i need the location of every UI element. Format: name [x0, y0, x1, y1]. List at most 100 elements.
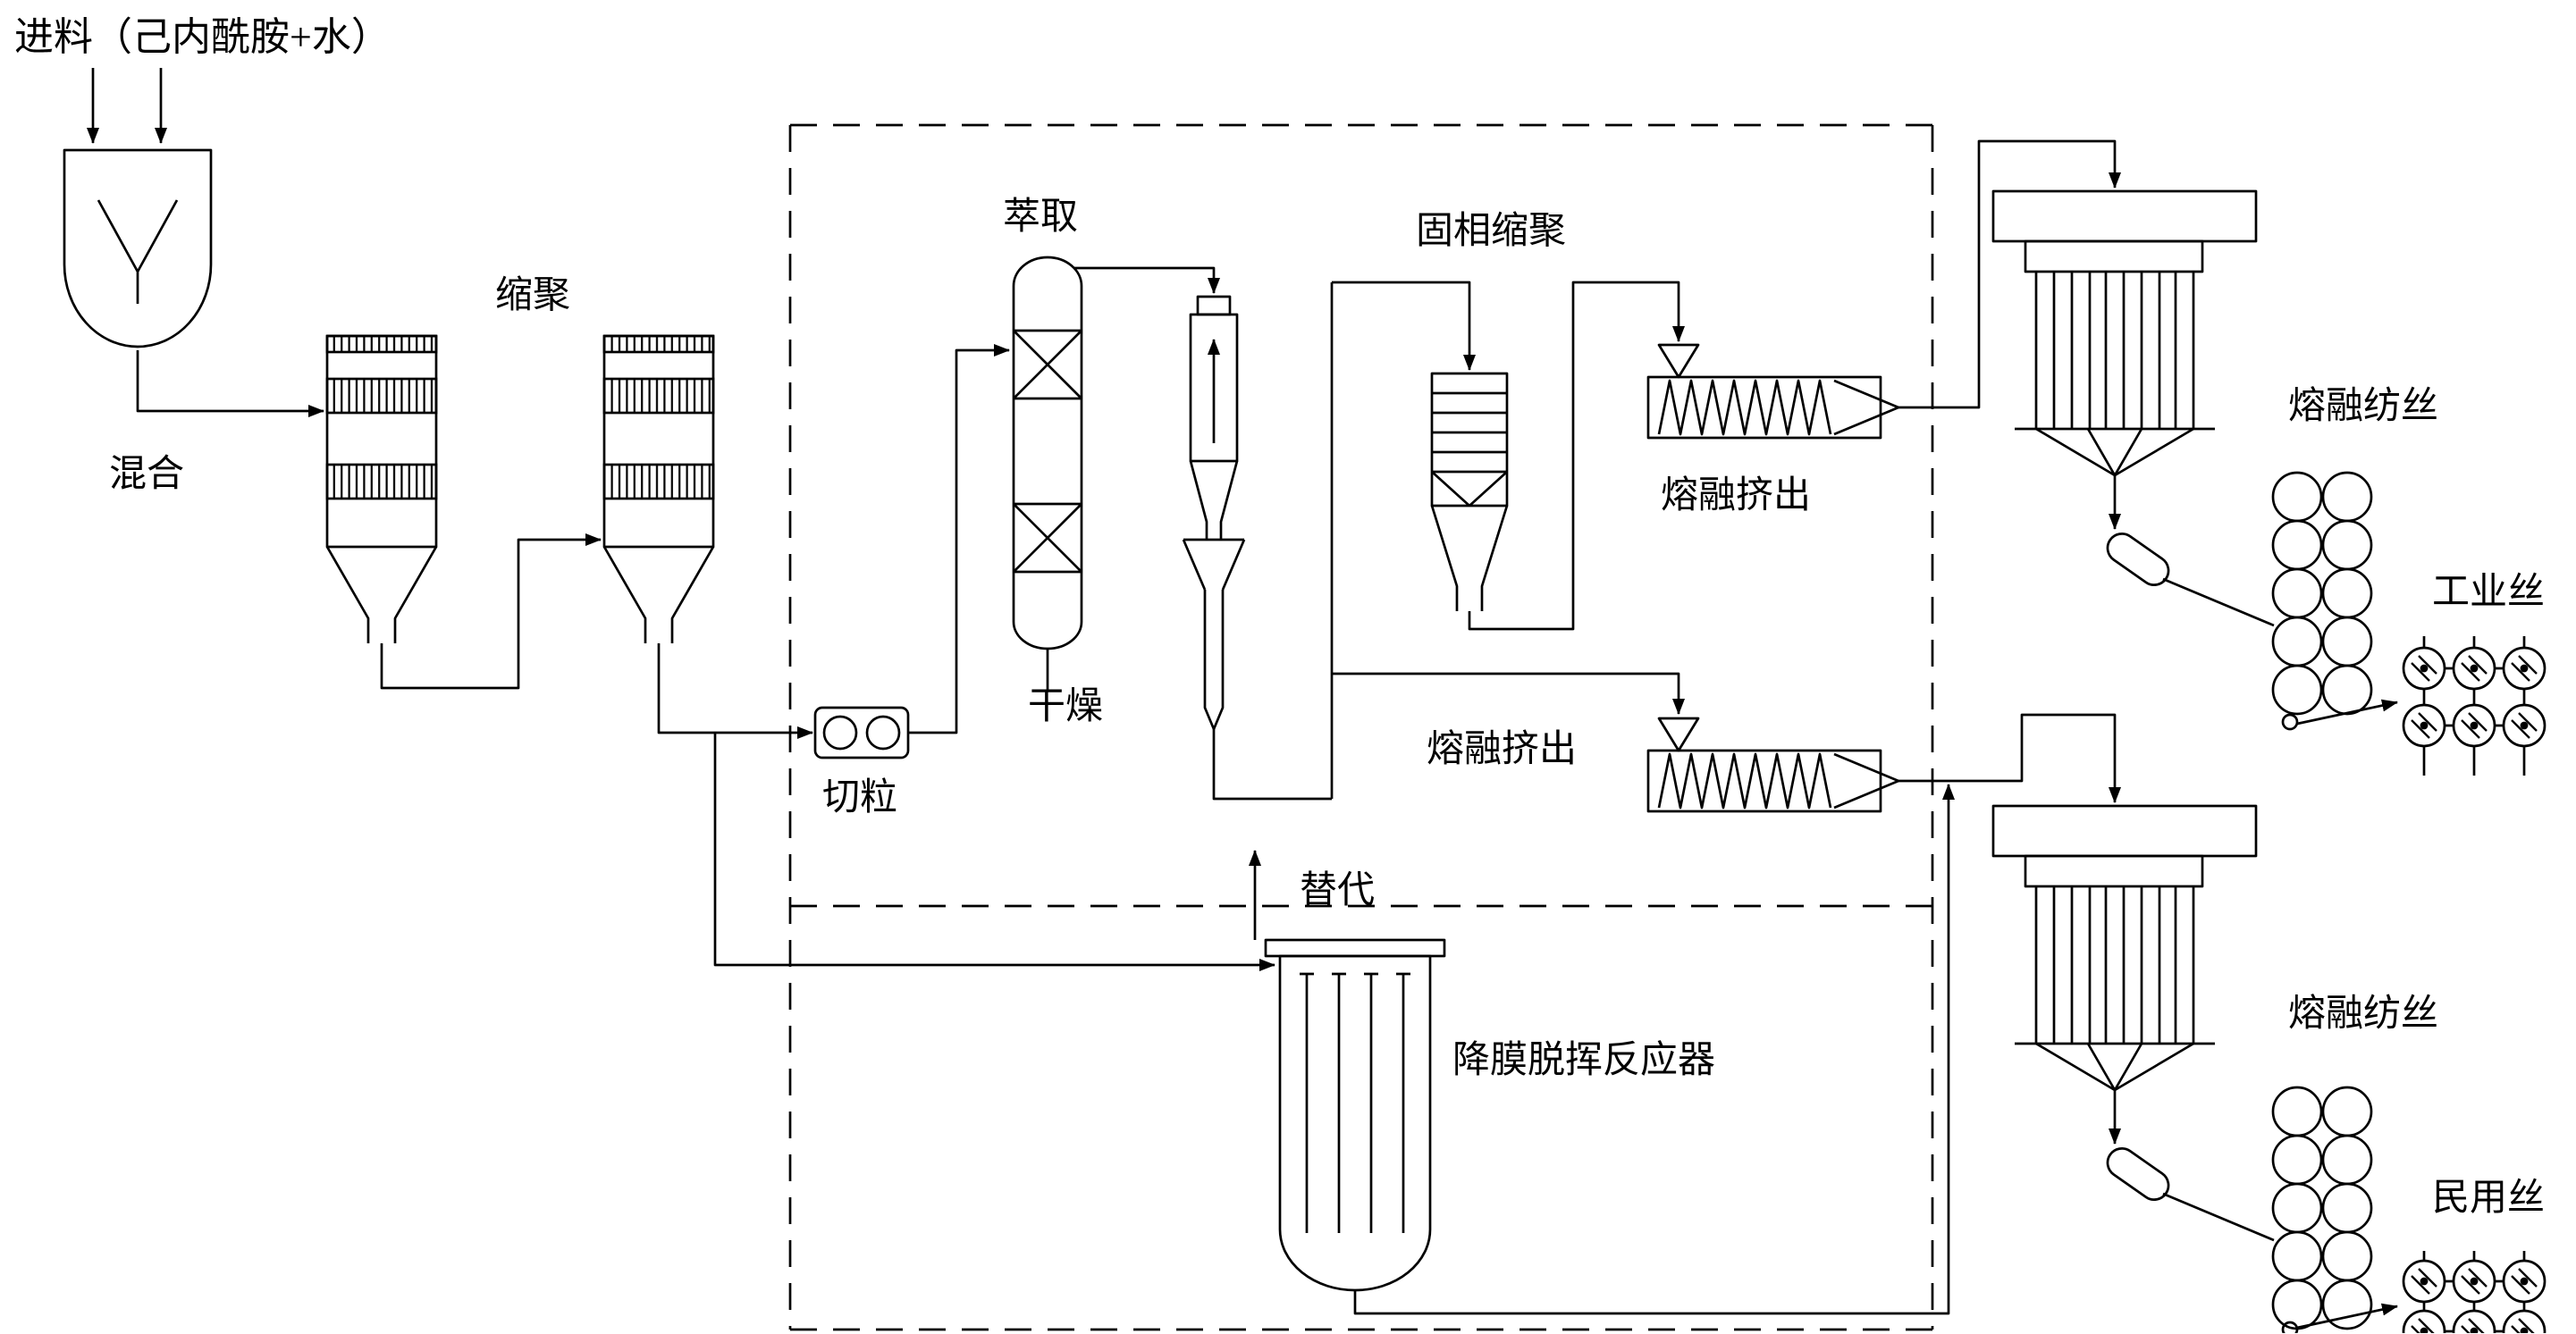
column2-cone: [602, 546, 715, 643]
extruder2-to-spinning-line: [1898, 713, 2121, 803]
substitute-annotation: 替代: [1249, 850, 1375, 940]
spin1-godet-roller: [2106, 533, 2170, 586]
winder1-roll: [2271, 519, 2323, 571]
riser-to-extruder2-line: [1332, 672, 1685, 715]
spin2-pack: [2024, 854, 2204, 888]
extraction-column: 萃取: [1003, 197, 1220, 690]
spin1-filaments: [2034, 272, 2195, 429]
spin2-filaments: [2034, 886, 2195, 1044]
ssp-label: 固相缩聚: [1416, 211, 1566, 252]
reactor-shell: [1278, 954, 1432, 1292]
extraction-packing-sections: [1013, 329, 1082, 574]
winder2-to-bobbins-arrow: [2296, 1303, 2398, 1330]
substitute-label: 替代: [1300, 870, 1375, 911]
melt-spinning-bottom-label: 熔融纺丝: [2288, 993, 2438, 1035]
extraction-label: 萃取: [1003, 197, 1078, 238]
ssp-inner-cone: [1431, 470, 1508, 508]
extruder2-hopper: [1657, 717, 1700, 752]
mixing-label: 混合: [109, 454, 184, 495]
dryer-tube: [1203, 590, 1225, 730]
melt-extrusion-top-label: 熔融挤出: [1661, 474, 1811, 516]
column2-band-2: [602, 463, 715, 500]
pelletizer-roll-left: [822, 715, 858, 751]
spinning-top: 熔融纺丝 工业丝: [1991, 189, 2547, 776]
mixer-vessel: [63, 148, 213, 348]
bobbin: [2452, 1259, 2496, 1304]
winder1-roll: [2271, 616, 2323, 667]
polycondensation-columns: 缩聚: [325, 275, 1275, 971]
winder2-roll: [2271, 1230, 2323, 1282]
extraction-to-dryer-line: [1074, 266, 1220, 294]
dashed-box: [788, 123, 1934, 1331]
winder1-roll: [2271, 567, 2323, 619]
extruder2-barrel: [1646, 749, 1882, 813]
dryer-hopper: [1182, 538, 1246, 591]
spin2-godet-roller: [2106, 1147, 2170, 1201]
feed-label: 进料（己内酰胺+水）: [14, 15, 391, 59]
dryer-cone: [1189, 460, 1239, 540]
winder1-guide: [2281, 713, 2299, 731]
column1-top-ticks: [325, 334, 438, 354]
industrial-yarn-label: 工业丝: [2432, 572, 2545, 613]
reactor-top-flange: [1264, 938, 1446, 958]
spinning-bottom: 熔融纺丝 民用丝: [1991, 804, 2547, 1333]
bobbin: [2402, 646, 2446, 691]
pelletizer-to-extraction-line: [908, 344, 1010, 734]
extruder-top: 熔融挤出: [1646, 139, 2121, 516]
winder2-roll: [2321, 1182, 2373, 1234]
extruder1-screw: [1657, 379, 1832, 436]
bobbin: [2502, 1259, 2547, 1304]
winder2-roll: [2321, 1279, 2373, 1330]
winder1-roll: [2321, 567, 2373, 619]
reactor-outlet-line: [1353, 784, 1955, 1315]
spin1-convergence: [2035, 427, 2194, 477]
falling-film-reactor-label: 降膜脱挥反应器: [1452, 1039, 1715, 1081]
extruder2-screw: [1657, 752, 1832, 810]
melt-spinning-top-label: 熔融纺丝: [2288, 385, 2438, 427]
extraction-body: [1012, 256, 1083, 650]
winder2-roll: [2271, 1182, 2323, 1234]
winder2-guide: [2281, 1321, 2299, 1333]
polycondensation-label: 缩聚: [495, 275, 570, 316]
spin2-convergence: [2035, 1042, 2194, 1092]
dashed-boundary: [788, 123, 1934, 1331]
dryer-top-header: [1196, 295, 1232, 316]
winder1-roll: [2321, 616, 2373, 667]
bobbin: [2402, 1259, 2446, 1304]
mixer-outlet-line: [136, 350, 324, 417]
feed-and-mixing: 进料（己内酰胺+水） 混合: [14, 15, 391, 495]
column2-top-ticks: [602, 334, 715, 354]
winder1-roll: [2321, 664, 2373, 716]
bobbin: [2502, 703, 2547, 748]
pelletizer: 切粒: [813, 344, 1010, 818]
winder2-roll: [2321, 1134, 2373, 1186]
spin1-pack: [2024, 239, 2204, 273]
extruder2-die: [1833, 752, 1900, 810]
reactor-tubes: [1300, 972, 1410, 1233]
ssp-vessel: 固相缩聚: [1416, 211, 1685, 631]
ssp-cone: [1430, 505, 1509, 611]
column1-cone: [325, 546, 438, 643]
spin1-thread-line: [2162, 577, 2275, 627]
bobbin: [2402, 1309, 2446, 1333]
pelletizer-housing: [813, 706, 910, 759]
column1-body: [325, 334, 438, 549]
falling-film-reactor: 降膜脱挥反应器: [1264, 784, 1955, 1315]
extruder1-to-spinning-line: [1898, 139, 2121, 409]
dryer: 干燥: [1028, 281, 1685, 801]
bobbin: [2452, 703, 2496, 748]
melt-extrusion-bottom-label: 熔融挤出: [1427, 728, 1577, 770]
winder2-roll: [2271, 1279, 2323, 1330]
winder1-roll: [2321, 519, 2373, 571]
riser-to-ssp-line: [1332, 281, 1476, 371]
dryer-outlet-line: [1212, 729, 1332, 801]
pelletizer-roll-right: [865, 715, 901, 751]
column2-body: [602, 334, 715, 549]
bobbin: [2452, 646, 2496, 691]
ssp-trays: [1432, 391, 1507, 474]
column1-to-column2-line: [380, 533, 602, 690]
winder1-roll: [2321, 471, 2373, 523]
bobbin: [2502, 1309, 2547, 1333]
